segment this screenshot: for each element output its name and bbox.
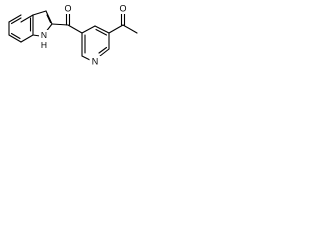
- bond: [122, 24, 138, 34]
- bond: [45, 10, 53, 25]
- bond: [8, 34, 22, 43]
- bond-double: [10, 17, 22, 25]
- label-background: [89, 56, 101, 67]
- acetyl-group: [108, 13, 138, 34]
- bond: [20, 14, 34, 23]
- pyridine-ring: [81, 25, 110, 61]
- bond: [51, 23, 69, 26]
- atom-n-pyridine: N: [92, 57, 99, 67]
- chemical-structure-diagram: O O N N H: [8, 3, 138, 67]
- ketone-group: [51, 12, 83, 34]
- bond: [20, 34, 34, 43]
- bond: [32, 34, 41, 37]
- bond: [99, 48, 110, 57]
- bond: [108, 24, 124, 34]
- label-background: [39, 30, 49, 40]
- label-background: [117, 3, 129, 14]
- atom-labels: O O N N H: [39, 3, 129, 67]
- bond-double: [46, 14, 52, 24]
- bond: [81, 25, 96, 34]
- indole-benzene-ring: [8, 14, 34, 43]
- bond: [32, 10, 47, 16]
- bond-double: [95, 28, 108, 36]
- bond: [81, 55, 91, 61]
- atom-o-acetyl: O: [119, 4, 126, 14]
- atom-h-indole: H: [41, 40, 47, 50]
- bond-double: [10, 32, 21, 40]
- bond: [94, 25, 110, 34]
- label-background: [39, 40, 49, 50]
- bond: [8, 14, 22, 23]
- bond: [67, 24, 83, 34]
- bond-double: [98, 46, 108, 54]
- atom-o-ketone: O: [64, 4, 71, 14]
- label-background: [62, 3, 74, 14]
- atom-n-indole: N: [41, 30, 47, 40]
